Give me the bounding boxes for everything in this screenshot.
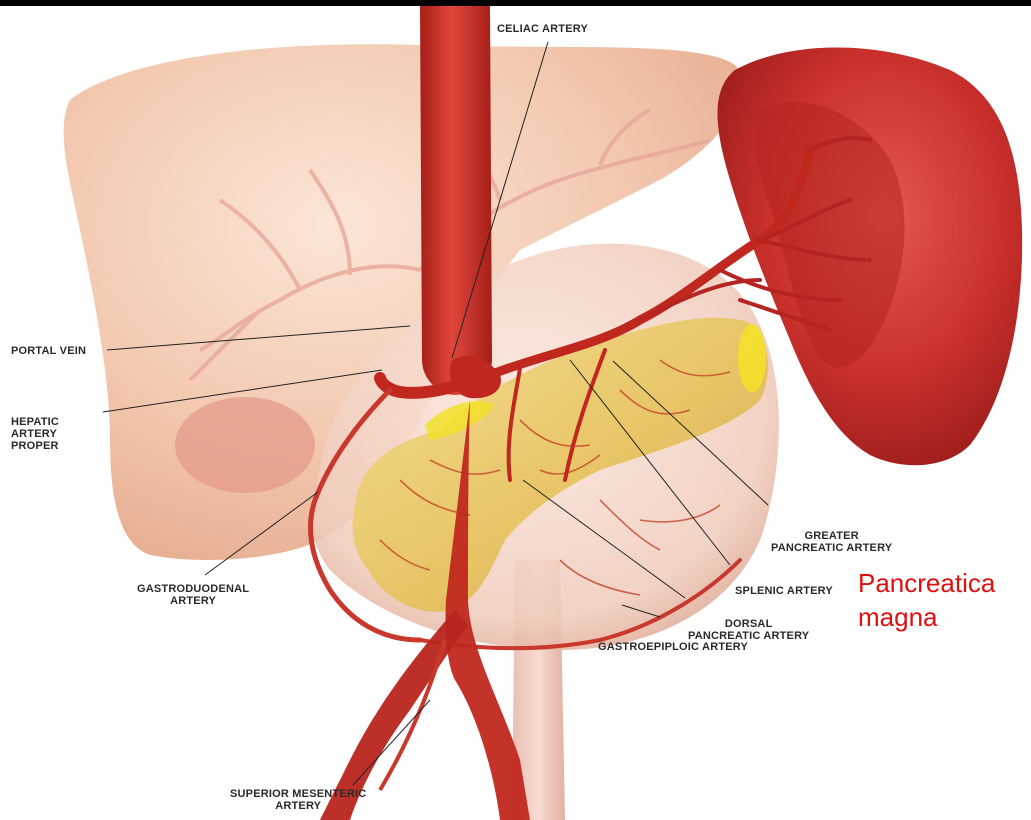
label-gastroepiploic-artery: GASTROEPIPLOIC ARTERY [598, 641, 748, 653]
pancreatica-magna-annotation: Pancreatica magna [858, 566, 995, 634]
label-splenic-artery: SPLENIC ARTERY [735, 585, 833, 597]
label-portal-vein: PORTAL VEIN [11, 345, 86, 357]
pancreas-tail-highlight [738, 324, 766, 392]
label-gastroduodenal-artery: GASTRODUODENAL ARTERY [137, 583, 249, 607]
label-celiac-artery: CELIAC ARTERY [497, 23, 588, 35]
label-superior-mesenteric-artery: SUPERIOR MESENTERIC ARTERY [230, 788, 366, 812]
label-dorsal-pancreatic-artery: DORSAL PANCREATIC ARTERY [688, 618, 809, 642]
label-greater-pancreatic-artery: GREATER PANCREATIC ARTERY [771, 530, 892, 554]
aorta [420, 6, 492, 395]
label-hepatic-artery-proper: HEPATIC ARTERY PROPER [11, 416, 59, 452]
top-border [0, 0, 1031, 6]
gallbladder [175, 397, 315, 493]
